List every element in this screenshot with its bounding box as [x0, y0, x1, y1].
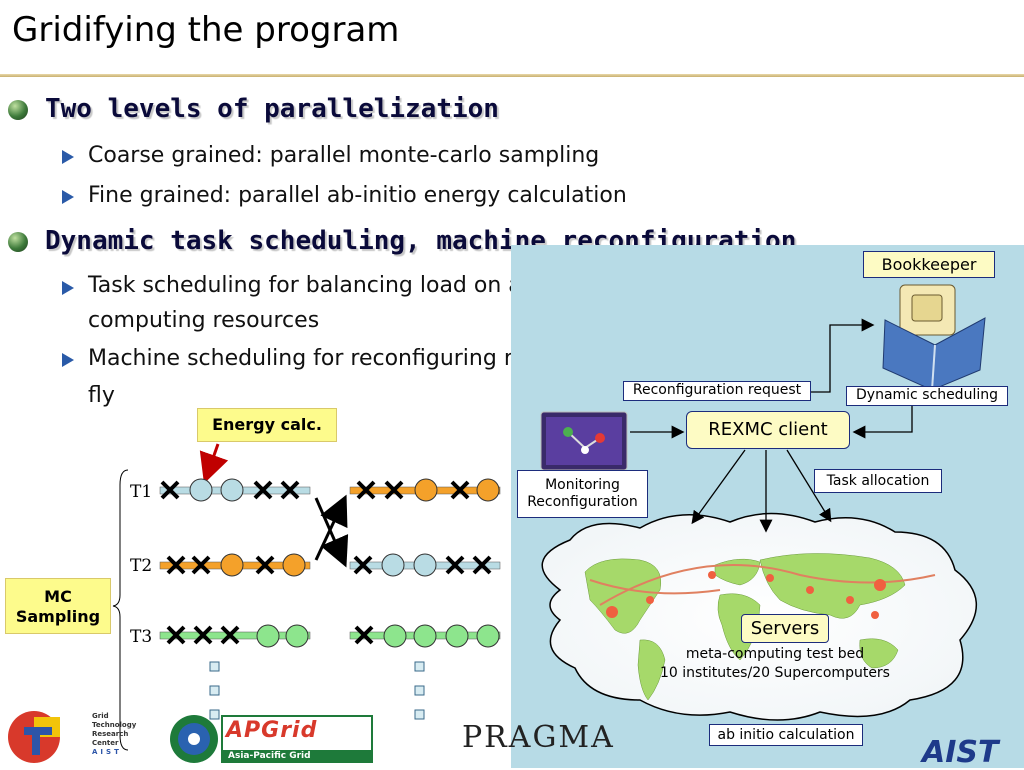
continuation-dots — [209, 661, 425, 720]
sub-bullet-2-1-line2: computing resources — [88, 308, 320, 333]
title-divider — [0, 74, 1024, 77]
monitoring-icon — [540, 411, 628, 471]
sub-bullet-1-2: Fine grained: parallel ab-initio energy … — [88, 183, 627, 208]
bullet-ball-icon — [8, 232, 28, 252]
monitoring-line1: Monitoring — [545, 477, 620, 493]
mc-sampling-label: MC Sampling — [5, 578, 111, 634]
bookkeeper-icon — [882, 284, 986, 391]
logo-line: Research — [92, 730, 129, 738]
apgrid-wordmark: APGrid — [226, 718, 318, 743]
logo-line: Grid — [92, 712, 109, 720]
servers-label: Servers — [741, 614, 829, 643]
monitoring-line2: Reconfiguration — [527, 494, 638, 510]
servers-desc-line2: 10 institutes/20 Supercomputers — [660, 665, 890, 681]
servers-desc-line1: meta-computing test bed — [685, 646, 865, 662]
reject-marks — [160, 480, 492, 645]
world-map — [584, 553, 906, 701]
rexmc-client-node: REXMC client — [686, 411, 850, 449]
bullet-arrow-icon — [62, 353, 74, 367]
logo-line: Technology — [92, 721, 137, 729]
row-label-t3: T3 — [130, 627, 153, 647]
bullet-arrow-icon — [62, 150, 74, 164]
slide-title: Gridifying the program — [12, 10, 400, 50]
logo-line: Center — [92, 739, 119, 747]
servers-description: meta-computing test bed 10 institutes/20… — [640, 645, 910, 683]
bullet-arrow-icon — [62, 190, 74, 204]
row-label-t1: T1 — [130, 482, 153, 502]
mc-label-line1: MC — [44, 587, 72, 606]
apgrid-logo: APGrid Asia-Pacific Grid — [166, 712, 374, 766]
sub-bullet-1-1: Coarse grained: parallel monte-carlo sam… — [88, 143, 600, 168]
network-link — [599, 564, 936, 606]
pragma-logo: PRAGMA — [462, 720, 615, 755]
site-markers — [606, 571, 886, 619]
energy-calc-label: Energy calc. — [197, 408, 337, 442]
ab-initio-label: ab initio calculation — [709, 724, 863, 746]
monitoring-reconfiguration-label: Monitoring Reconfiguration — [517, 470, 648, 518]
logo-line: AIST — [92, 748, 122, 756]
flow-arrows — [630, 318, 913, 533]
reconfig-request-label: Reconfiguration request — [623, 381, 811, 401]
bullet-1: Two levels of parallelization — [45, 94, 499, 124]
network-link — [589, 579, 721, 595]
row-label-t2: T2 — [130, 556, 153, 576]
apgrid-subtitle: Asia-Pacific Grid — [228, 751, 311, 761]
sub-bullet-2-2-line2: fly — [88, 383, 115, 408]
energy-arrow — [199, 443, 229, 484]
bullet-ball-icon — [8, 100, 28, 120]
swap-arrow — [314, 494, 348, 561]
grid-center-text: Grid Technology Research Center AIST — [92, 712, 136, 757]
task-allocation-label: Task allocation — [814, 469, 942, 493]
bullet-arrow-icon — [62, 281, 74, 295]
mc-label-line2: Sampling — [15, 607, 101, 626]
accepted-states — [189, 478, 500, 648]
grid-center-logo — [4, 707, 86, 765]
brace — [112, 469, 129, 751]
bookkeeper-label: Bookkeeper — [863, 251, 995, 278]
aist-logo: AIST — [922, 735, 999, 770]
dynamic-scheduling-label: Dynamic scheduling — [846, 386, 1008, 406]
